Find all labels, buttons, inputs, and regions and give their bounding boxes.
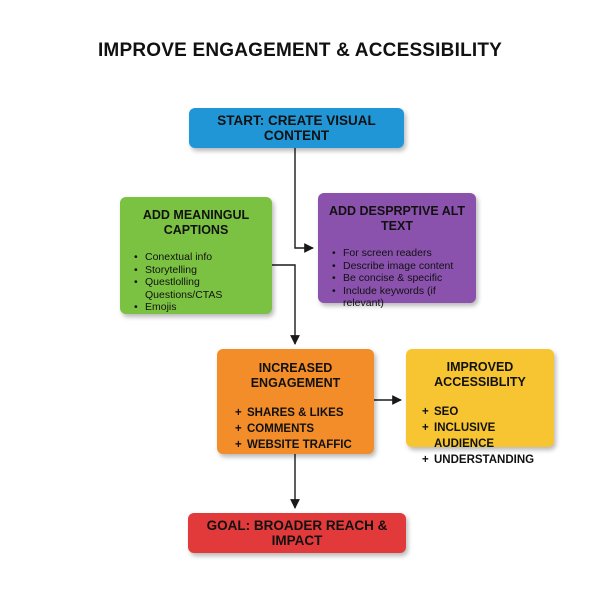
alt-text-node: ADD DESPRPTIVE ALT TEXT For screen reade… <box>318 193 476 309</box>
accessibility-node: IMPROVED ACCESSIBLITY SEO INCLUSIVE AUDI… <box>406 349 554 468</box>
accessibility-item: UNDERSTANDING <box>422 452 548 468</box>
captions-node: ADD MEANINGUL CAPTIONS Conextual info St… <box>120 197 272 314</box>
alt-text-heading: ADD DESPRPTIVE ALT TEXT <box>328 204 466 233</box>
captions-heading: ADD MEANINGUL CAPTIONS <box>142 208 250 237</box>
accessibility-item: SEO <box>422 404 548 420</box>
start-node-label: START: CREATE VISUAL CONTENT <box>217 113 376 143</box>
alt-text-item: Be concise & specific <box>332 272 470 285</box>
engagement-item: WEBSITE TRAFFIC <box>235 437 368 453</box>
connector-captions-to-engagement <box>272 264 300 345</box>
goal-node: GOAL: BROADER REACH & IMPACT <box>188 513 406 553</box>
accessibility-item: INCLUSIVE AUDIENCE <box>422 420 548 452</box>
captions-item: Storytelling <box>134 264 266 277</box>
alt-text-item: Describe image content <box>332 260 470 273</box>
accessibility-heading: IMPROVED ACCESSIBLITY <box>434 360 526 389</box>
captions-item: Conextual info <box>134 251 266 264</box>
accessibility-list: SEO INCLUSIVE AUDIENCE UNDERSTANDING <box>412 404 548 468</box>
engagement-item: SHARES & LIKES <box>235 405 368 421</box>
engagement-heading: INCREASED ENGAGEMENT <box>250 361 341 390</box>
alt-text-list: For screen readers Describe image conten… <box>324 247 470 310</box>
captions-list: Conextual info Storytelling Questlolling… <box>126 251 266 314</box>
connector-start-to-alt-text <box>294 148 314 253</box>
start-node: START: CREATE VISUAL CONTENT <box>189 108 404 148</box>
alt-text-item: For screen readers <box>332 247 470 260</box>
alt-text-item: Include keywords (if relevant) <box>332 285 470 310</box>
engagement-item: COMMENTS <box>235 421 368 437</box>
captions-item: Emojis <box>134 301 266 314</box>
goal-node-label: GOAL: BROADER REACH & IMPACT <box>206 518 388 548</box>
engagement-list: SHARES & LIKES COMMENTS WEBSITE TRAFFIC <box>223 405 368 453</box>
diagram-title: IMPROVE ENGAGEMENT & ACCESSIBILITY <box>97 40 503 61</box>
captions-item: Questlolling Questions/CTAS <box>134 276 266 301</box>
engagement-node: INCREASED ENGAGEMENT SHARES & LIKES COMM… <box>217 349 374 454</box>
